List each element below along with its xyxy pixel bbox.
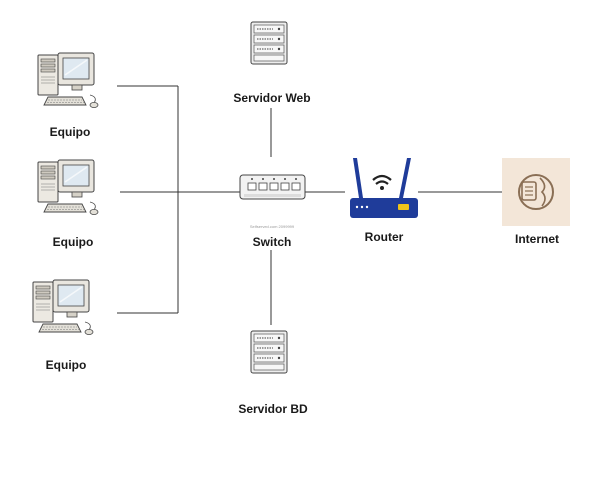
node-label-pc1: Equipo — [49, 125, 91, 139]
node-label-pc3: Equipo — [45, 358, 87, 372]
desktop-computer-icon — [32, 279, 94, 336]
web-server-node — [250, 21, 288, 65]
node-label-web: Servidor Web — [233, 91, 311, 105]
server-rack-icon — [250, 21, 288, 65]
network-switch-icon — [239, 174, 306, 200]
internet-node — [502, 158, 570, 226]
computer-node-2 — [37, 159, 99, 216]
node-label-pc2: Equipo — [52, 235, 94, 249]
switch-caption: Selfserved.com 2099999 — [249, 224, 295, 229]
node-label-router: Router — [364, 230, 404, 244]
node-label-internet: Internet — [514, 232, 560, 246]
node-label-switch: Switch — [252, 235, 292, 249]
wifi-router-icon — [350, 158, 418, 218]
globe-icon — [518, 174, 554, 210]
db-server-node — [250, 330, 288, 374]
desktop-computer-icon — [37, 159, 99, 216]
server-rack-icon — [250, 330, 288, 374]
computer-node-3 — [32, 279, 94, 336]
computer-node-1 — [37, 52, 99, 109]
node-label-db: Servidor BD — [238, 402, 308, 416]
desktop-computer-icon — [37, 52, 99, 109]
connections — [117, 85, 502, 325]
